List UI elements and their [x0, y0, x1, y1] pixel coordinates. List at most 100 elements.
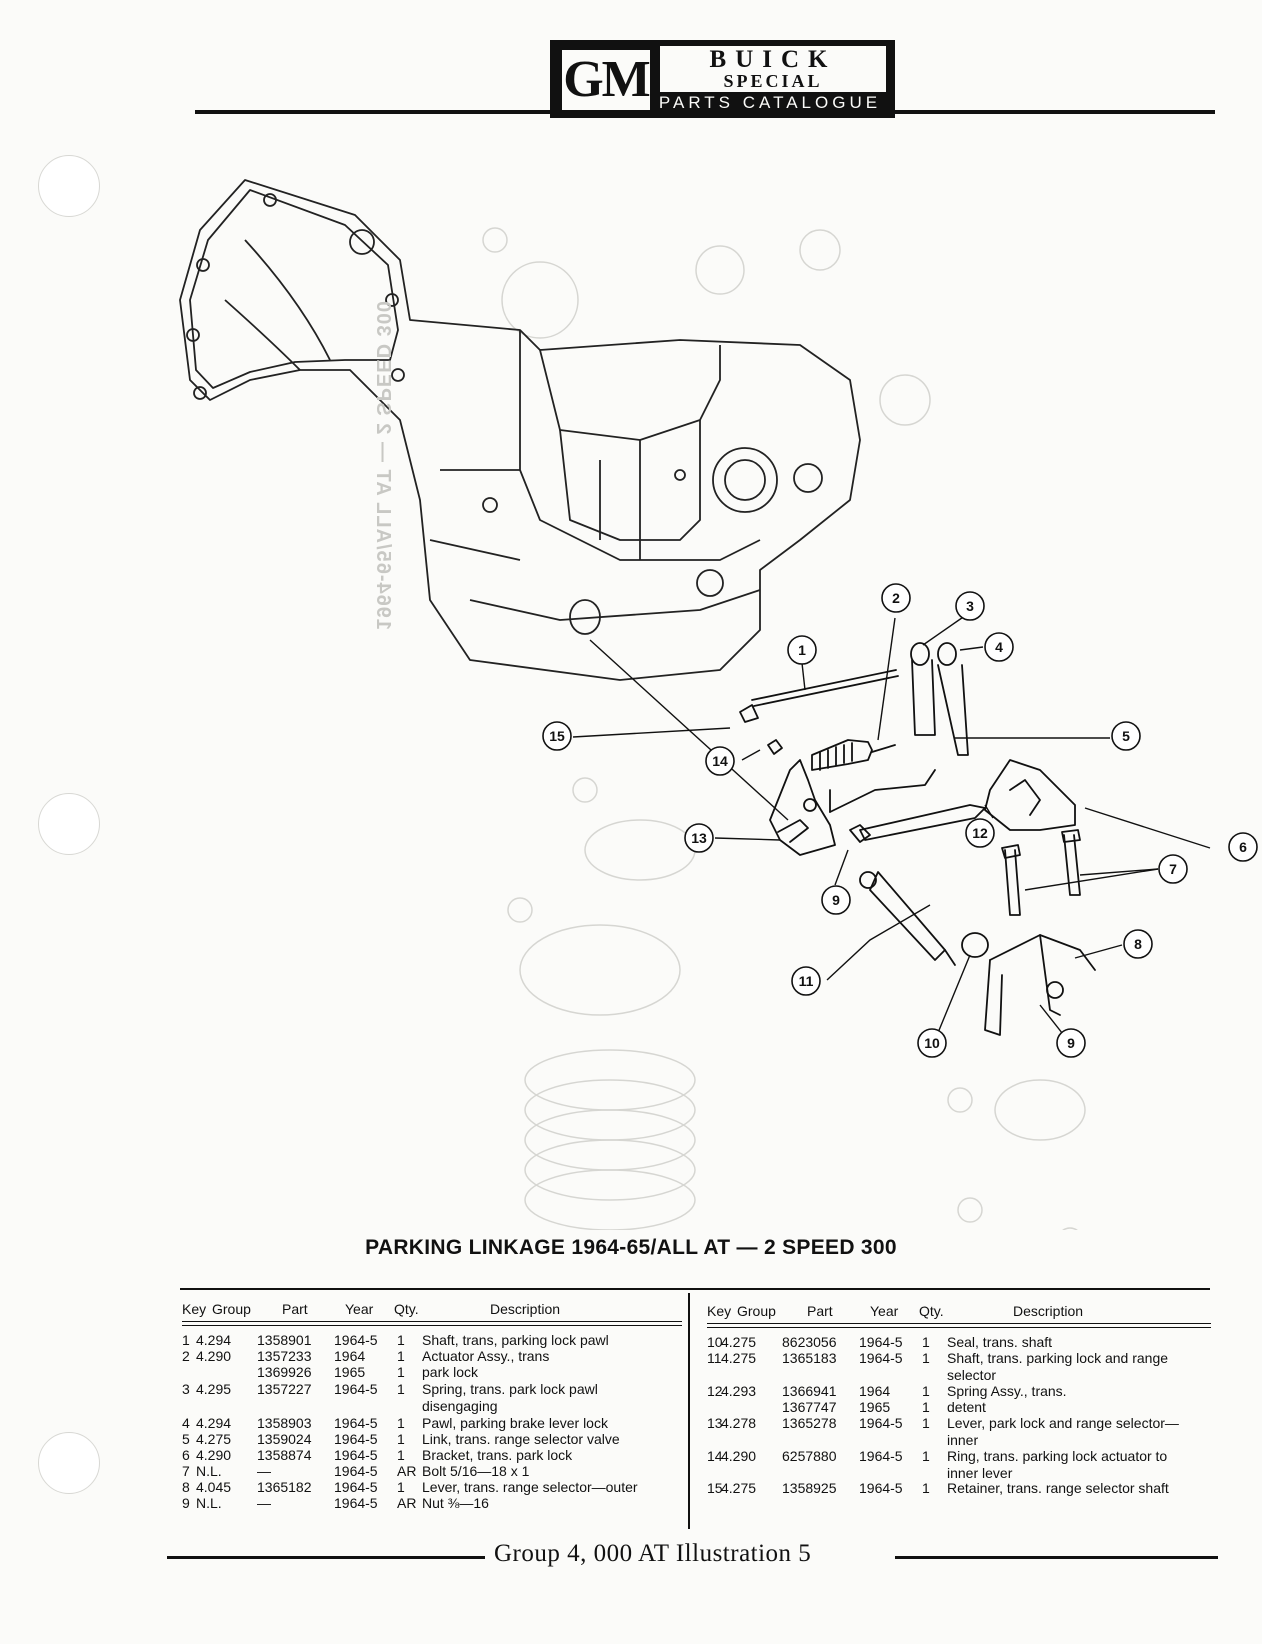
year-cell: 1964 — [859, 1383, 891, 1399]
qty-cell: 1 — [397, 1381, 405, 1397]
key-cell: 6 — [182, 1447, 190, 1463]
qty-cell: 1 — [922, 1480, 930, 1496]
callout-5: 5 — [1111, 721, 1141, 751]
year-cell: 1964-5 — [859, 1415, 903, 1431]
qty-cell: 1 — [397, 1479, 405, 1495]
key-cell: 15 — [707, 1480, 723, 1496]
tables-divider — [688, 1293, 690, 1529]
group-cell: 4.294 — [196, 1415, 232, 1431]
bleed-through-ghost-drawing — [482, 227, 1086, 1230]
group-cell: 4.290 — [196, 1348, 232, 1364]
group-cell: 4.278 — [721, 1415, 757, 1431]
qty-cell: 1 — [397, 1364, 405, 1380]
qty-cell: 1 — [922, 1415, 930, 1431]
binder-hole — [38, 155, 100, 217]
description-cell: Retainer, trans. range selector shaft — [947, 1480, 1169, 1496]
page-title: PARKING LINKAGE 1964-65/ALL AT — 2 SPEED… — [365, 1236, 897, 1259]
part-cell: 1358874 — [257, 1447, 312, 1463]
catalogue-label: PARTS CATALOGUE — [658, 93, 882, 112]
svg-text:8: 8 — [1134, 936, 1142, 952]
year-cell: 1964 — [334, 1348, 366, 1364]
col-header-year: Year — [870, 1303, 899, 1319]
svg-text:14: 14 — [712, 753, 728, 769]
description-cell: Pawl, parking brake lever lock — [422, 1415, 608, 1431]
year-cell: 1965 — [334, 1364, 366, 1380]
qty-cell: 1 — [922, 1399, 930, 1415]
group-cell: 4.275 — [721, 1480, 757, 1496]
description-cell: Lever, park lock and range selector—inne… — [947, 1415, 1179, 1448]
year-cell: 1964-5 — [859, 1480, 903, 1496]
parts-drawing — [739, 642, 1096, 1036]
binder-hole — [38, 1432, 100, 1494]
qty-cell: 1 — [922, 1334, 930, 1350]
key-cell: 12 — [707, 1383, 723, 1399]
callout-9-upper: 9 — [821, 885, 851, 915]
year-cell: 1964-5 — [334, 1479, 378, 1495]
year-cell: 1964-5 — [334, 1332, 378, 1348]
col-header-description: Description — [1013, 1303, 1084, 1319]
part-cell: 1365278 — [782, 1415, 837, 1431]
svg-text:12: 12 — [972, 825, 988, 841]
group-cell: 4.045 — [196, 1479, 232, 1495]
gm-logo: GM — [560, 48, 652, 112]
key-cell: 10 — [707, 1334, 723, 1350]
part-cell: 1365183 — [782, 1350, 837, 1366]
part-cell: 8623056 — [782, 1334, 837, 1350]
description-cell: Shaft, trans, parking lock pawl — [422, 1332, 609, 1348]
callout-10: 10 — [917, 1028, 947, 1058]
group-cell: 4.294 — [196, 1332, 232, 1348]
part-cell: 1359024 — [257, 1431, 312, 1447]
qty-cell: 1 — [922, 1448, 930, 1464]
part-cell: 1365182 — [257, 1479, 312, 1495]
svg-text:2: 2 — [892, 590, 900, 606]
page-footer: Group 4, 000 AT Illustration 5 — [0, 1538, 1262, 1574]
footer-caption: Group 4, 000 AT Illustration 5 — [494, 1540, 812, 1567]
group-cell: 4.275 — [721, 1334, 757, 1350]
group-cell: 4.290 — [196, 1447, 232, 1463]
group-cell: 4.290 — [721, 1448, 757, 1464]
title-rule — [180, 1288, 1210, 1290]
binder-hole — [38, 793, 100, 855]
year-cell: 1964-5 — [334, 1463, 378, 1479]
col-header-qty: Qty. — [919, 1303, 944, 1319]
description-cell: Nut ⅜—16 — [422, 1495, 489, 1511]
col-header-group: Group — [212, 1301, 251, 1317]
key-cell: 5 — [182, 1431, 190, 1447]
svg-text:9: 9 — [832, 892, 840, 908]
qty-cell: 1 — [922, 1350, 930, 1366]
part-cell: 1358925 — [782, 1480, 837, 1496]
description-cell: Bracket, trans. park lock — [422, 1447, 573, 1463]
svg-text:9: 9 — [1067, 1035, 1075, 1051]
svg-text:10: 10 — [924, 1035, 940, 1051]
description-cell: Actuator Assy., trans — [422, 1348, 550, 1364]
callout-3: 3 — [955, 591, 985, 621]
group-cell: 4.275 — [196, 1431, 232, 1447]
year-cell: 1964-5 — [334, 1495, 378, 1511]
group-cell: N.L. — [196, 1463, 222, 1479]
group-cell: 4.275 — [721, 1350, 757, 1366]
key-cell: 14 — [707, 1448, 723, 1464]
part-cell: — — [257, 1463, 271, 1479]
description-cell: Ring, trans. parking lock actuator to in… — [947, 1448, 1168, 1481]
part-cell: 1366941 — [782, 1383, 837, 1399]
callout-leaders — [572, 612, 1211, 1044]
col-header-year: Year — [345, 1301, 374, 1317]
qty-cell: 1 — [397, 1332, 405, 1348]
footer-rule-left — [167, 1556, 485, 1559]
part-cell: 1357233 — [257, 1348, 312, 1364]
description-cell: Seal, trans. shaft — [947, 1334, 1053, 1350]
key-cell: 11 — [707, 1350, 722, 1366]
qty-cell: AR — [397, 1495, 417, 1511]
qty-cell: 1 — [397, 1447, 405, 1463]
col-header-description: Description — [490, 1301, 561, 1317]
svg-text:6: 6 — [1239, 839, 1247, 855]
col-header-key: Key — [707, 1303, 732, 1319]
transmission-case-drawing — [179, 179, 861, 681]
table-header-rule — [707, 1323, 1211, 1328]
description-cell: Link, trans. range selector valve — [422, 1431, 620, 1447]
description-cell: Lever, trans. range selector—outer — [422, 1479, 638, 1495]
qty-cell: 1 — [397, 1348, 405, 1364]
callout-7: 7 — [1158, 854, 1188, 884]
